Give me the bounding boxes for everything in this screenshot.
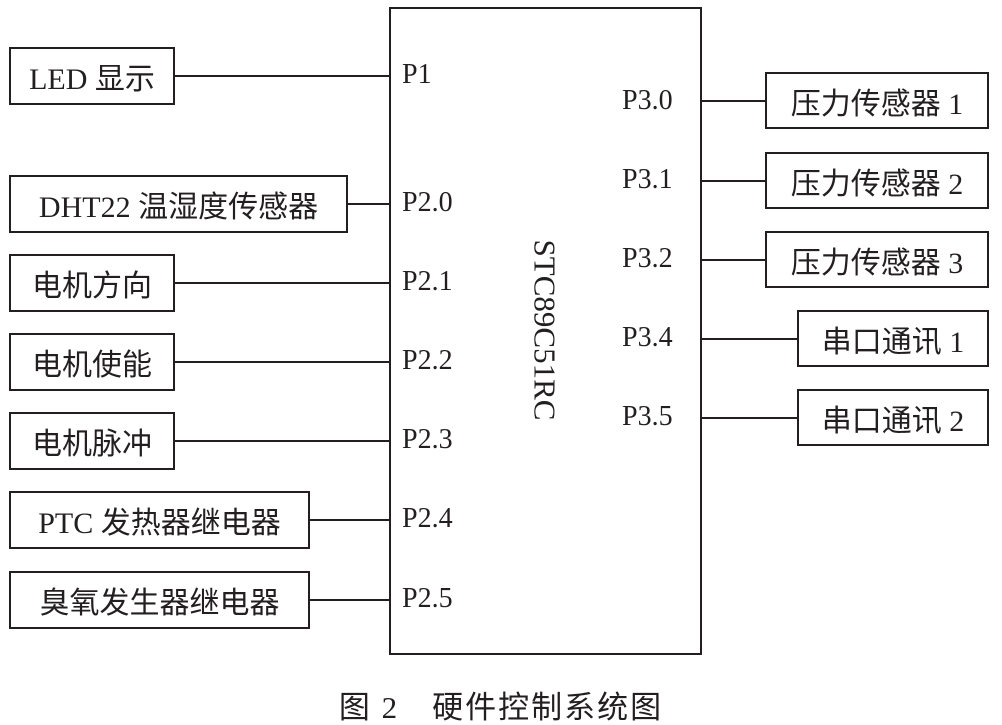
figure-caption: 图 2 硬件控制系统图 [338,690,664,725]
pin-label-p3-2: P3.2 [622,243,673,274]
device-box-motor-enable: 电机使能 [9,333,175,391]
connection-line [175,440,389,442]
pin-label-p2-4: P2.4 [402,503,453,534]
device-label: LED 显示 [29,63,155,96]
device-box-pressure-sensor-1: 压力传感器 1 [765,72,989,129]
connection-line [310,599,389,601]
device-label: 电机使能 [32,349,152,382]
device-box-motor-pulse: 电机脉冲 [9,412,175,470]
connection-line [310,519,389,521]
device-label: 电机方向 [32,270,152,303]
device-box-dht22-sensor: DHT22 温湿度传感器 [9,175,348,233]
device-label: 串口通讯 2 [821,404,965,438]
device-label: PTC 发热器继电器 [38,507,281,540]
device-label: 臭氧发生器继电器 [39,587,280,620]
pin-label-p2-2: P2.2 [402,345,453,376]
connection-line [702,259,765,261]
pin-label-p3-4: P3.4 [622,322,673,353]
pin-label-p3-0: P3.0 [622,85,673,116]
connection-line [175,282,389,284]
mcu-block [389,7,702,655]
device-box-pressure-sensor-3: 压力传感器 3 [765,231,989,288]
pin-label-p3-1: P3.1 [622,164,673,195]
device-label: 压力传感器 2 [790,167,964,201]
device-label: 串口通讯 1 [821,325,965,359]
connection-line [702,100,765,102]
mcu-label: STC89C51RC [527,239,563,421]
pin-label-p3-5: P3.5 [622,401,673,432]
connection-line [702,338,797,340]
device-box-motor-direction: 电机方向 [9,254,175,312]
device-label: DHT22 温湿度传感器 [38,191,319,224]
connection-line [175,75,389,77]
device-box-pressure-sensor-2: 压力传感器 2 [765,152,989,209]
pin-label-p2-5: P2.5 [402,583,453,614]
device-box-serial-comm-1: 串口通讯 1 [797,310,989,367]
device-label: 压力传感器 3 [790,246,964,280]
connection-line [702,417,797,419]
connection-line [702,180,765,182]
connection-line [175,361,389,363]
device-box-ptc-heater-relay: PTC 发热器继电器 [9,491,310,549]
pin-label-p2-0: P2.0 [402,187,453,218]
connection-line [348,203,389,205]
device-box-ozone-generator-relay: 臭氧发生器继电器 [9,571,310,629]
device-box-led-display: LED 显示 [9,47,175,105]
device-box-serial-comm-2: 串口通讯 2 [797,389,989,446]
pin-label-p2-3: P2.3 [402,424,453,455]
pin-label-p1: P1 [402,59,432,90]
device-label: 电机脉冲 [32,428,152,461]
device-label: 压力传感器 1 [790,87,964,121]
pin-label-p2-1: P2.1 [402,266,453,297]
